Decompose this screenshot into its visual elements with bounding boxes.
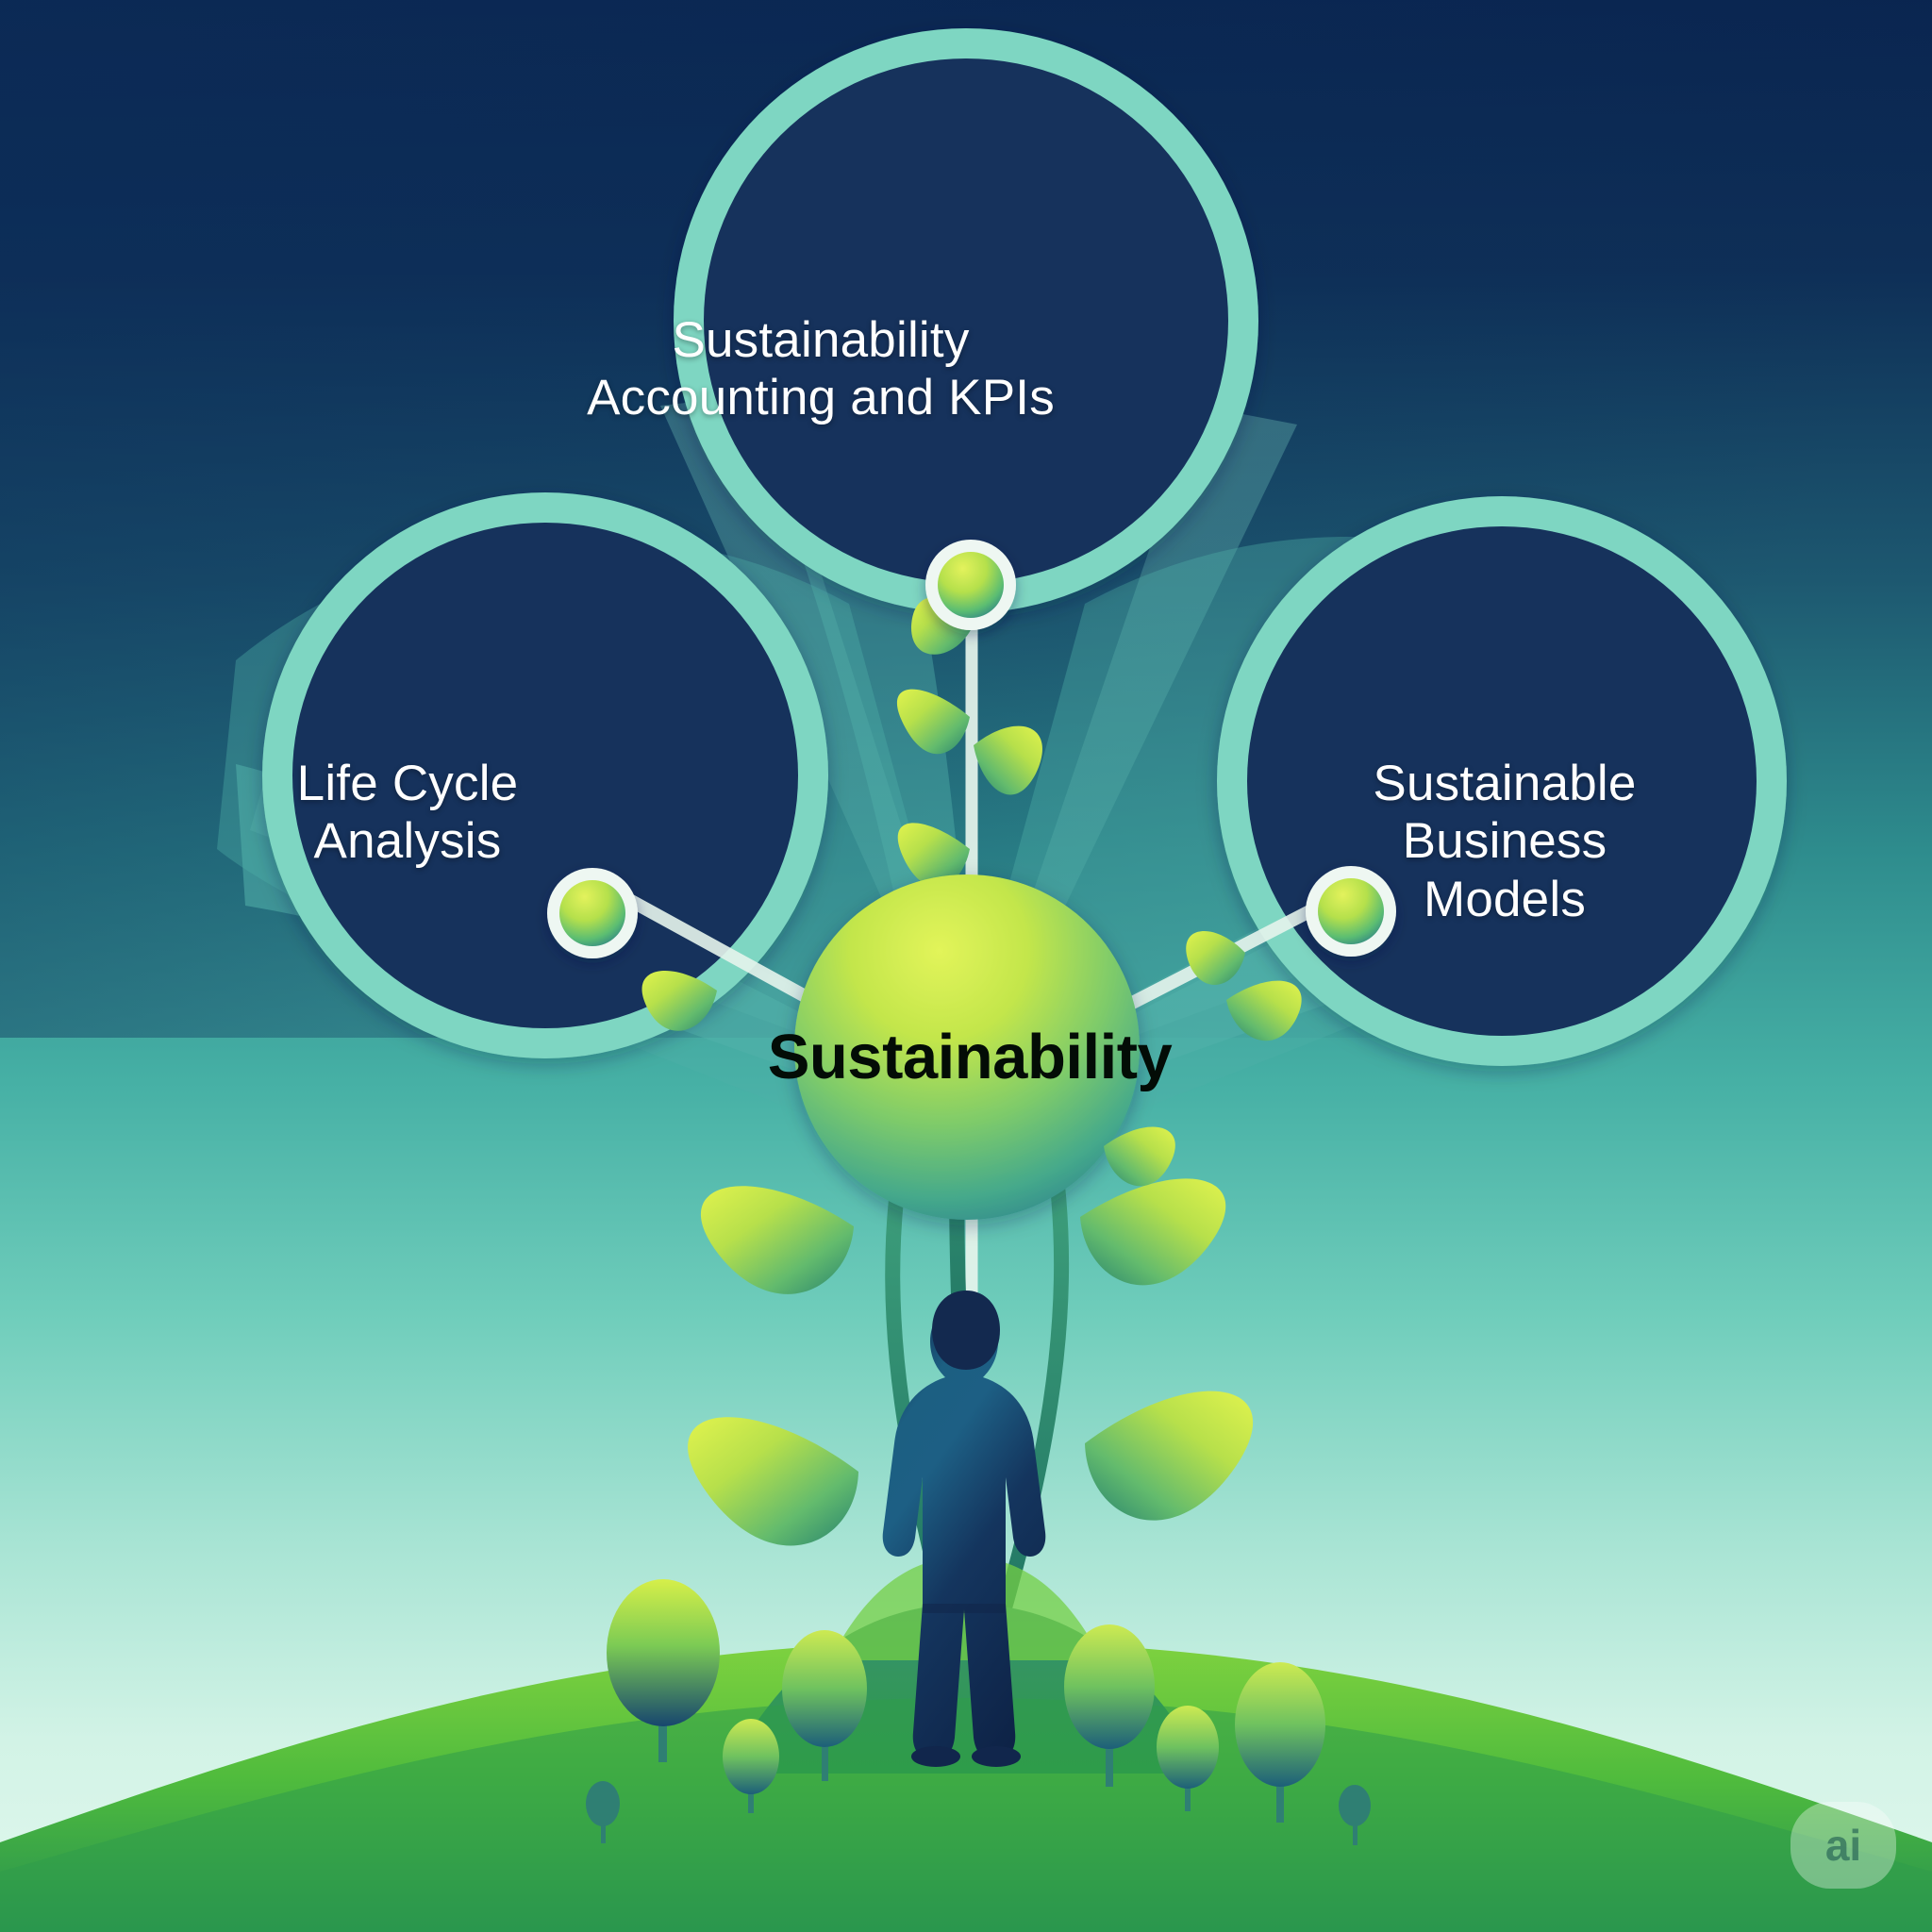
tree	[723, 1719, 779, 1813]
tree	[782, 1630, 867, 1781]
watermark-badge	[1790, 1802, 1896, 1889]
tree	[1339, 1785, 1371, 1845]
node-circle-left	[262, 492, 828, 1058]
ground	[0, 1557, 1932, 1932]
person-silhouette	[882, 1291, 1046, 1767]
big-leaves	[688, 1126, 1254, 1546]
tree	[1064, 1624, 1155, 1787]
stem-leaves-upper	[896, 596, 1042, 888]
tree	[1235, 1662, 1325, 1823]
core-sphere	[794, 874, 1140, 1220]
node-circle-right	[1217, 496, 1787, 1066]
small-trees	[586, 1579, 1371, 1845]
connector-top	[925, 540, 1016, 630]
tree	[586, 1781, 620, 1843]
tree	[1157, 1706, 1219, 1811]
node-circle-top	[674, 28, 1258, 613]
tree	[607, 1579, 720, 1762]
